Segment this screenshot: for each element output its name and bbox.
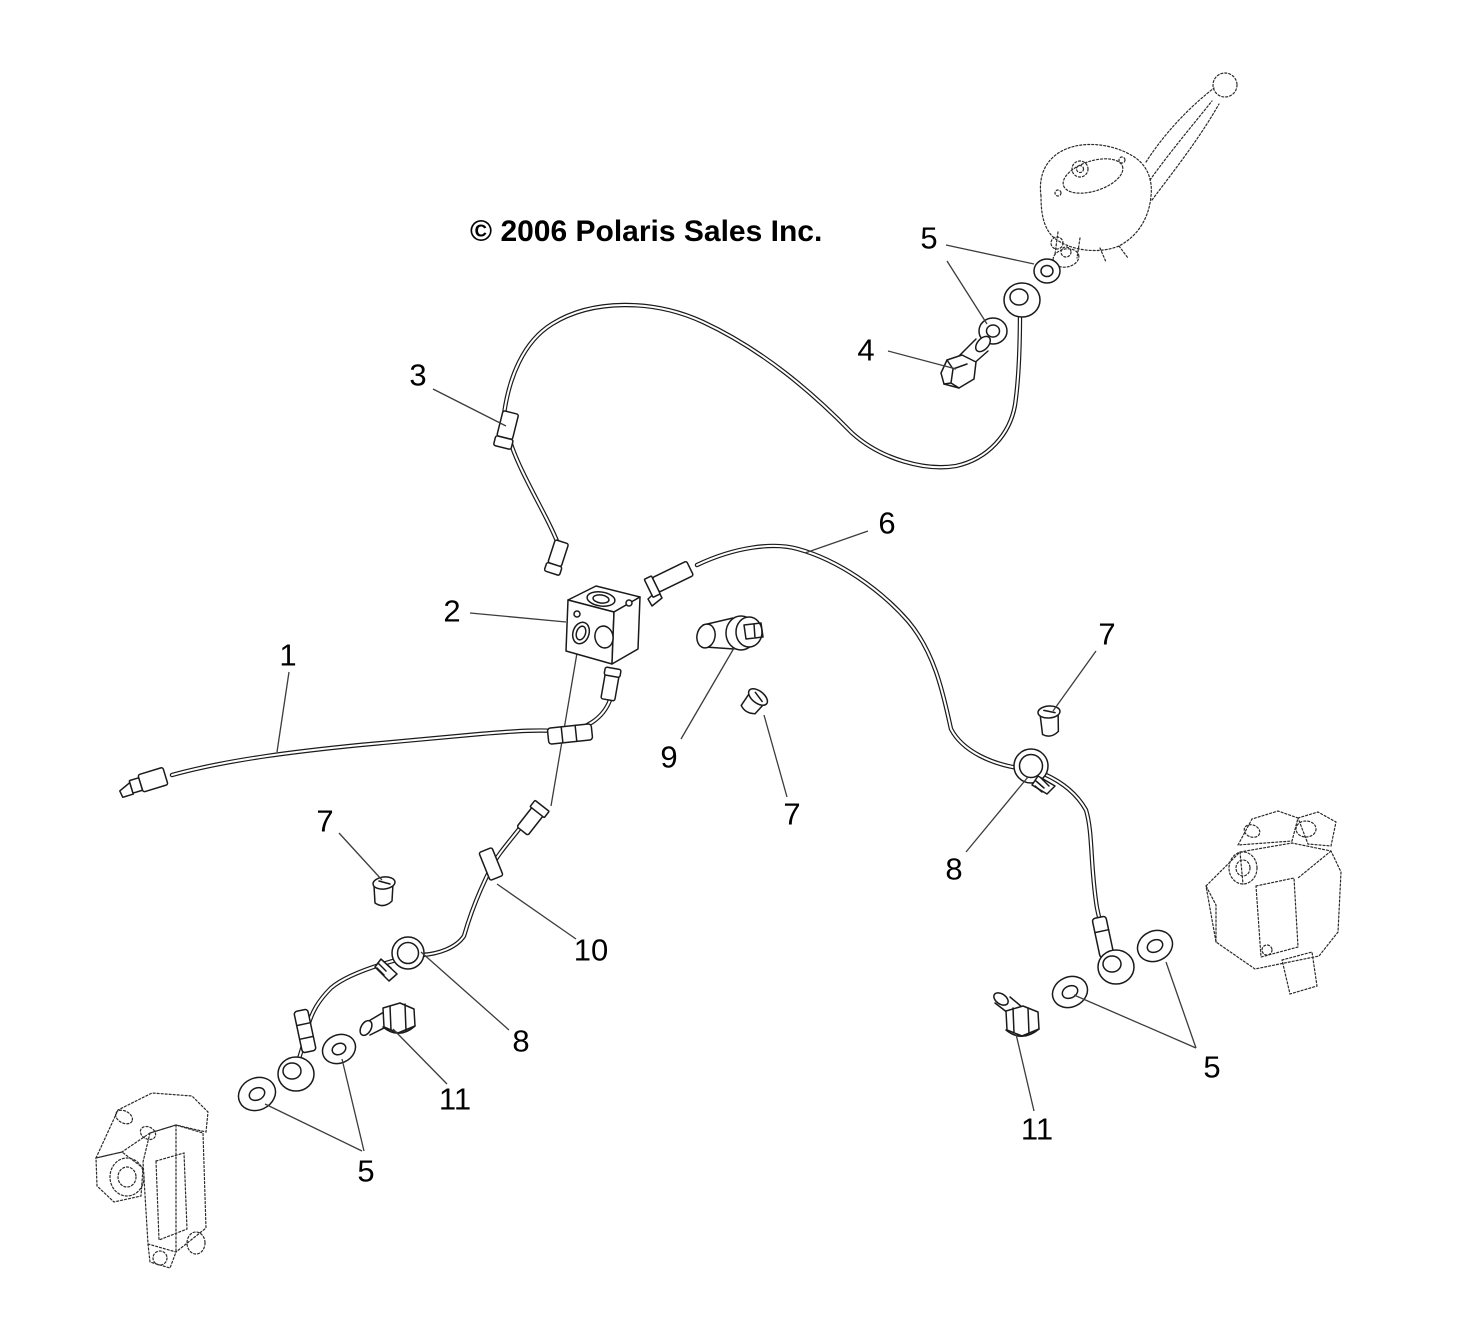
callout-layer: 1 2 3 4 5 6 7 7 7 8 8 9 10 11 11 5 5 [264, 221, 1221, 1189]
hose-fitting [600, 666, 622, 702]
leader-line-5 [341, 1058, 365, 1152]
hose-fitting [543, 539, 569, 576]
banjo-eye-right-caliper [1097, 949, 1135, 985]
leader-line-5 [945, 244, 1035, 265]
leader-line-5 [946, 260, 988, 325]
callout-11: 11 [439, 1082, 471, 1117]
clamp-8-right-drawing [1013, 748, 1056, 795]
leader-line-11 [392, 1028, 448, 1085]
washer [321, 1033, 357, 1065]
leader-line-5 [264, 1103, 363, 1152]
washer [1033, 258, 1061, 284]
leader-line-7 [1052, 650, 1097, 712]
hose-sleeve [546, 723, 594, 745]
callout-2: 2 [443, 594, 460, 629]
leader-line-9 [680, 647, 735, 740]
leader-line-3 [432, 388, 507, 427]
callout-5: 5 [357, 1154, 374, 1189]
callout-4: 4 [857, 333, 874, 368]
master-cylinder-drawing [1039, 72, 1238, 268]
washer [1051, 975, 1089, 1009]
callout-5: 5 [1203, 1050, 1220, 1085]
banjo-eye-left-caliper [277, 1056, 315, 1092]
leader-line-10 [496, 883, 577, 940]
leader-line-5 [1165, 961, 1197, 1049]
screw-7-right-drawing [1037, 705, 1061, 737]
right-caliper-drawing [1205, 810, 1342, 995]
hose-fitting [643, 560, 694, 598]
callout-3: 3 [409, 358, 426, 393]
banjo-eye-master [1003, 282, 1041, 318]
leader-line-8 [965, 776, 1029, 853]
brake-line-3-drawing [504, 305, 1020, 549]
hose-fitting [119, 767, 169, 799]
callout-9: 9 [660, 740, 677, 775]
leader-line-2 [469, 612, 567, 623]
leader-line-11 [1015, 1033, 1035, 1112]
hose-fitting [493, 410, 519, 450]
callout-7: 7 [783, 797, 800, 832]
screw-7-center-drawing [740, 687, 769, 715]
leader-line-4 [887, 350, 957, 370]
callout-8: 8 [512, 1024, 529, 1059]
callout-7: 7 [316, 804, 333, 839]
clamp-8-left-drawing [374, 936, 425, 982]
leader-line-8 [420, 951, 510, 1031]
leader-line-1 [276, 671, 290, 753]
bolt-11-left-drawing [359, 1002, 416, 1037]
hose-fitting [516, 799, 550, 836]
callout-6: 6 [878, 506, 895, 541]
left-caliper-drawing [94, 1092, 209, 1269]
callout-10: 10 [574, 933, 608, 968]
bolt-9-drawing [696, 615, 764, 651]
banjo-bolt-4-drawing [940, 335, 992, 389]
callout-1: 1 [279, 638, 296, 673]
junction-block-drawing [565, 585, 641, 665]
copyright-text: © 2006 Polaris Sales Inc. [470, 215, 822, 248]
callout-8: 8 [945, 852, 962, 887]
washer [237, 1076, 277, 1112]
hose-sleeve [478, 847, 504, 881]
screw-7-left-drawing [372, 876, 396, 907]
callout-7: 7 [1098, 617, 1115, 652]
leader-line-7 [338, 832, 383, 881]
leader-line-7 [763, 714, 788, 798]
brake-line-1-drawing [172, 700, 610, 775]
leader-line-5 [1073, 994, 1197, 1049]
hose-sleeve [293, 1008, 317, 1054]
callout-5: 5 [920, 221, 937, 256]
leader-line-6 [804, 530, 869, 554]
bolt-11-right-drawing [993, 992, 1040, 1037]
callout-11: 11 [1021, 1112, 1053, 1147]
washer [1136, 929, 1174, 963]
brake-line-6-drawing [697, 546, 1113, 953]
